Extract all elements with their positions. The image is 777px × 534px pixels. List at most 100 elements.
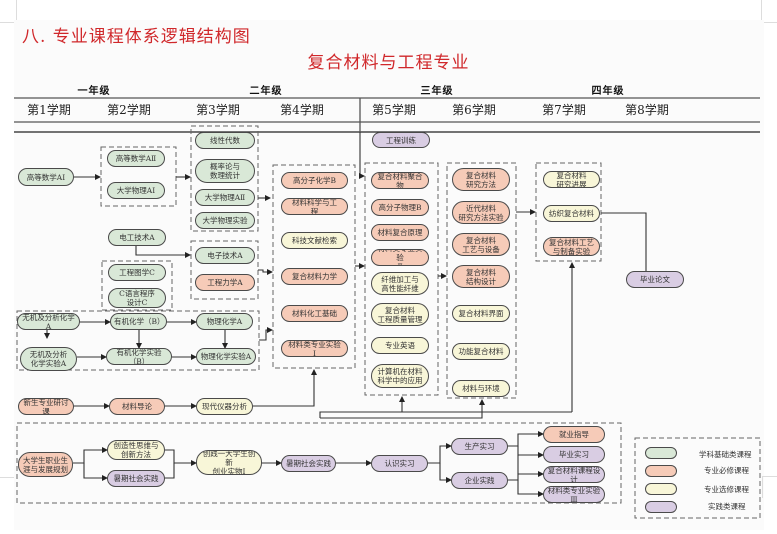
course-node-gfzwl: 高分子物理B xyxy=(371,199,429,216)
group-box-chemistry xyxy=(16,310,260,371)
page-margin-mark xyxy=(762,476,777,477)
course-node-gcxl: 工程训练 xyxy=(372,132,430,148)
course-node-fhjh: 复合材料聚合 物 xyxy=(371,172,429,189)
course-node-fhclx: 复合材料力学 xyxy=(281,268,348,285)
course-node-sqsj2: 暑期社会实践 xyxy=(281,455,336,472)
course-node-xxds: 线性代数 xyxy=(195,132,255,149)
group-box-sem3-math xyxy=(190,125,259,232)
page-corner-mark xyxy=(761,0,777,23)
course-node-clsy3: 材料类专业实验 Ⅲ xyxy=(543,486,605,503)
course-node-fhyj: 复合材料 研究方法 xyxy=(452,168,510,191)
course-node-kcsj: 复合材料课程设 计 xyxy=(543,466,605,483)
course-node-fhjz: 复合材料 研究进展 xyxy=(543,171,600,188)
course-node-fhgy: 复合材料 工艺与设备 xyxy=(452,233,510,256)
course-node-fhjg: 复合材料 结构设计 xyxy=(452,265,510,288)
semester-label-2: 第2学期 xyxy=(107,103,151,117)
course-node-clsy2: 材料类专业实验 Ⅱ xyxy=(371,249,429,266)
course-node-xdyq: 现代仪器分析 xyxy=(196,398,253,415)
course-node-yjhxsy: 有机化学实验 （B） xyxy=(106,348,172,365)
group-box-sem4 xyxy=(272,164,356,369)
arrow-line xyxy=(517,480,544,497)
course-node-scsx: 生产实习 xyxy=(451,438,508,455)
arrow-line xyxy=(319,396,405,418)
arrow-line xyxy=(165,449,197,466)
year-label-1: 一年级 xyxy=(77,86,111,97)
course-node-dxwlsy: 大学物理实验 xyxy=(195,212,255,229)
legend-label-base: 学科基础类课程 xyxy=(699,450,752,459)
arrow-line xyxy=(258,269,273,275)
arrow-line xyxy=(83,463,108,481)
course-node-fhjm: 复合材料界面 xyxy=(452,305,510,322)
course-node-wjfx: 无机及分析化学 A xyxy=(17,313,80,330)
course-node-jyzd: 就业指导 xyxy=(543,426,605,443)
course-node-bysx: 毕业实习 xyxy=(543,446,605,463)
arrow-line xyxy=(73,447,108,464)
year-label-3: 三年级 xyxy=(420,86,454,97)
arrow-line xyxy=(508,431,544,447)
semester-label-7: 第7学期 xyxy=(542,103,586,117)
course-node-gfzhx: 高分子化学B xyxy=(281,172,348,189)
arrow-line xyxy=(508,471,544,481)
year-label-2: 二年级 xyxy=(249,86,283,97)
course-node-dgjs: 电工技术A xyxy=(108,229,166,246)
course-node-dxwl2: 大学物理AⅡ xyxy=(195,189,255,206)
arrow-line xyxy=(439,463,452,483)
course-node-czsw: 创造性思维与 创新方法 xyxy=(107,440,165,460)
course-node-clsy1: 材料类专业实验 Ⅰ xyxy=(281,340,348,357)
legend-label-required: 专业必修课程 xyxy=(704,466,749,475)
course-node-jdcl: 近代材料 研究方法实验 xyxy=(452,201,510,224)
course-node-gdsx1: 高等数学AⅠ xyxy=(18,168,74,186)
course-node-zyyy: 专业英语 xyxy=(371,337,429,354)
legend-swatch-elective xyxy=(645,483,677,495)
course-node-jsj: 计算机在材料 科学中的应用 xyxy=(371,364,429,388)
course-node-cyy: C语言程序 设计C xyxy=(108,288,166,308)
semester-label-5: 第5学期 xyxy=(372,103,416,117)
course-node-clfh: 材料复合原理 xyxy=(371,224,429,241)
group-box-drawing xyxy=(101,260,173,311)
group-box-sem6 xyxy=(446,162,517,399)
legend-swatch-required xyxy=(645,465,677,477)
course-node-sqsj1: 暑期社会实践 xyxy=(107,470,165,487)
year-label-4: 四年级 xyxy=(591,86,625,97)
course-node-gclx: 工程力学A xyxy=(195,274,255,291)
group-box-sem5 xyxy=(364,162,439,396)
section-title: 八. 专业课程体系逻辑结构图 xyxy=(22,27,251,47)
course-node-fhsy: 复合材料工艺 与制备实验 xyxy=(543,237,600,256)
page-corner-mark xyxy=(0,0,17,23)
course-node-gll: 概率论与 数理统计 xyxy=(195,159,255,183)
course-node-clhg: 材料化工基础 xyxy=(281,305,348,322)
course-node-kjwx: 科技文献检索 xyxy=(281,232,348,249)
course-node-dzjs: 电子技术A xyxy=(195,247,255,264)
legend-label-practice: 实践类课程 xyxy=(708,502,746,511)
legend-swatch-base xyxy=(645,447,677,459)
course-node-xwjg: 纤维加工与 高性能纤维 xyxy=(371,272,429,295)
page-margin-mark xyxy=(0,477,14,478)
course-node-gdsx2: 高等数学AⅡ xyxy=(107,150,165,167)
connector-line xyxy=(165,463,175,479)
arrow-line xyxy=(428,443,452,464)
course-node-gctx: 工程图学C xyxy=(108,264,166,281)
course-node-qysj: 企业实践 xyxy=(451,472,508,489)
legend-swatch-practice xyxy=(645,501,677,513)
course-node-wlhxsy: 物理化学实验A xyxy=(196,348,256,365)
course-node-clhj: 材料与环境 xyxy=(452,380,510,397)
course-node-wlhx: 物理化学A xyxy=(196,313,253,330)
arrow-line xyxy=(259,327,273,341)
arrow-line xyxy=(135,245,191,258)
group-box-practice xyxy=(16,422,622,504)
course-node-cldl: 材料导论 xyxy=(109,398,165,415)
diagram-title: 复合材料与工程专业 xyxy=(307,53,470,73)
semester-label-4: 第4学期 xyxy=(280,103,324,117)
course-node-byl: 毕业论文 xyxy=(626,271,684,288)
semester-label-6: 第6学期 xyxy=(452,103,496,117)
course-node-fhzl: 复合材料 工程质量管理 xyxy=(371,303,429,326)
course-node-cjsw: 创践一大学生创新 创业实物Ⅰ xyxy=(196,450,262,475)
arrow-line xyxy=(320,399,485,419)
course-node-clkx: 材料科学与工 程 xyxy=(281,198,348,215)
course-node-zygh: 大学生职业生 涯与发展规划 xyxy=(18,452,73,477)
legend-box xyxy=(634,437,761,519)
course-node-yjhx: 有机化学（B） xyxy=(110,313,167,330)
course-node-dxwl1: 大学物理AⅠ xyxy=(107,182,165,199)
semester-label-1: 第1学期 xyxy=(27,103,71,117)
